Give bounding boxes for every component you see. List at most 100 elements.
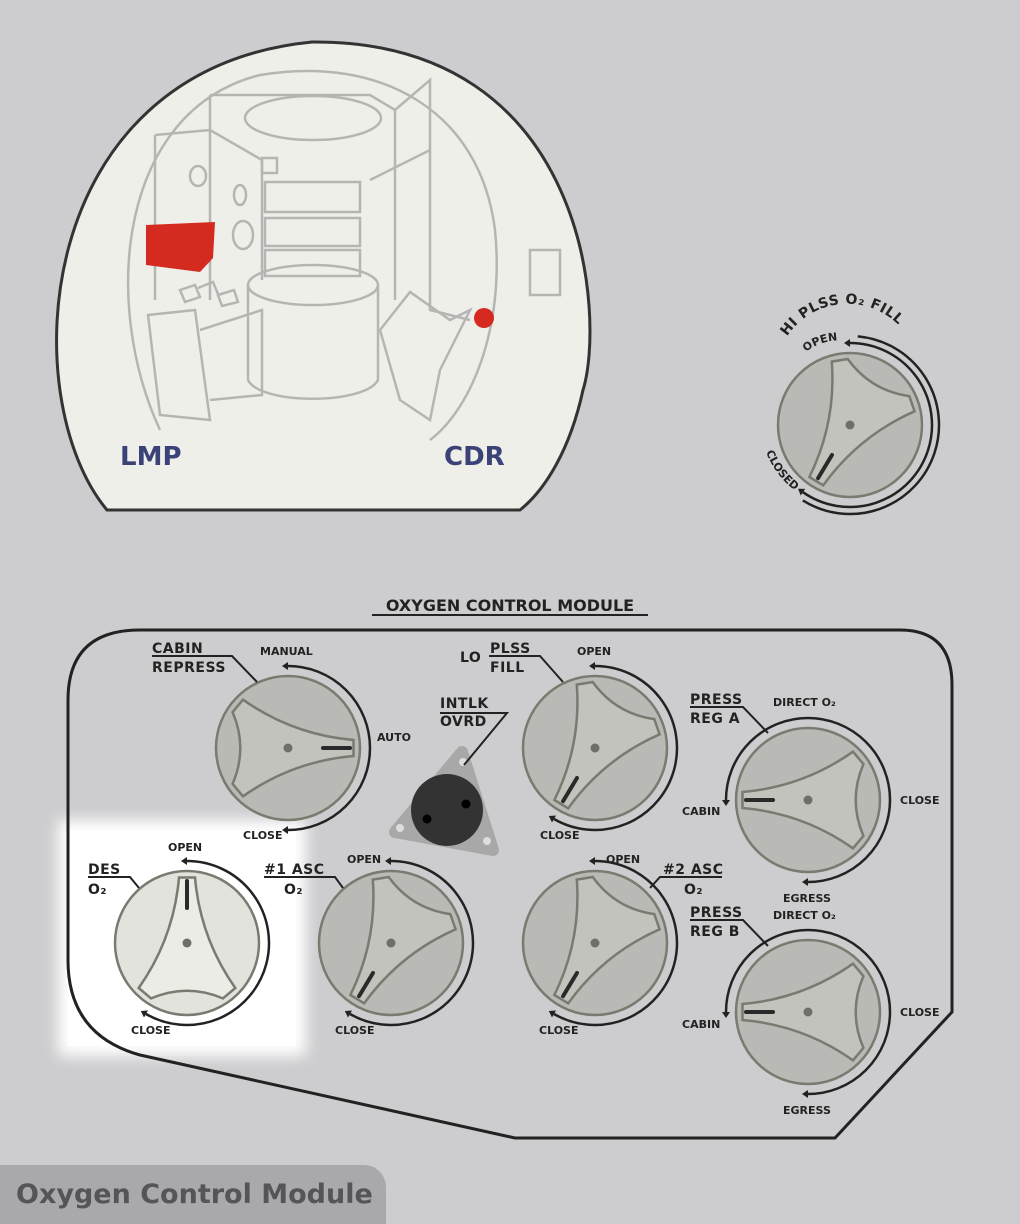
intlk-label-1: INTLK xyxy=(440,696,489,712)
footer-title: Oxygen Control Module xyxy=(16,1179,373,1210)
asc1-open: OPEN xyxy=(347,853,381,866)
knob-center xyxy=(803,1007,813,1017)
arrow-end-icon xyxy=(344,1010,352,1018)
hi-plss-knob[interactable] xyxy=(776,335,941,516)
knob-center xyxy=(590,938,600,948)
knob-grip xyxy=(807,357,917,487)
lo-plss-label-1: PLSS xyxy=(490,641,531,657)
travel-arc-outer xyxy=(802,335,941,516)
knob-pointer xyxy=(816,453,834,481)
press-reg-b-label-1: PRESS xyxy=(690,905,743,921)
cabin-repress-manual: MANUAL xyxy=(260,645,313,658)
asc2-close: CLOSE xyxy=(539,1024,578,1037)
arrow-start-icon xyxy=(722,800,730,806)
lo-plss-prefix: LO xyxy=(460,650,481,666)
arrow-end-icon xyxy=(802,1090,808,1098)
arrow-start-icon xyxy=(282,662,288,670)
hi-plss-title: HI PLSS O₂ FILL xyxy=(777,292,906,339)
asc1-close: CLOSE xyxy=(335,1024,374,1037)
knob-center xyxy=(283,743,293,753)
travel-arc xyxy=(724,716,892,884)
des-o2-close: CLOSE xyxy=(131,1024,170,1037)
knob-grip xyxy=(137,876,237,1000)
highlight-dot xyxy=(474,308,494,328)
press-reg-a-cabin: CABIN xyxy=(682,805,720,818)
press-reg-a-label-2: REG A xyxy=(690,711,740,727)
travel-arc xyxy=(802,341,934,509)
arrow-start-icon xyxy=(181,857,187,865)
lo-plss-knob[interactable] xyxy=(521,662,679,832)
knob-center xyxy=(182,938,192,948)
arrow-start-icon xyxy=(844,339,850,347)
des-o2-label-2: O₂ xyxy=(88,882,107,898)
knob-grip xyxy=(741,962,865,1062)
travel-arc xyxy=(349,859,475,1027)
travel-arc xyxy=(724,928,892,1096)
travel-arc xyxy=(287,664,372,832)
des-o2-knob[interactable] xyxy=(113,857,271,1027)
travel-arc xyxy=(553,664,679,832)
knob-grip xyxy=(231,698,355,798)
press-reg-b-cabin: CABIN xyxy=(682,1018,720,1031)
press-reg-b-close: CLOSE xyxy=(900,1006,939,1019)
press-reg-a-egress: EGRESS xyxy=(783,892,831,905)
cabin-repress-label-2: REPRESS xyxy=(152,660,226,676)
travel-arc xyxy=(145,859,271,1027)
knob-center xyxy=(386,938,396,948)
press-reg-a-close: CLOSE xyxy=(900,794,939,807)
cabin-repress-knob[interactable] xyxy=(214,662,372,834)
knob-grip xyxy=(741,750,865,850)
arrow-end-icon xyxy=(802,878,808,886)
cdr-label: CDR xyxy=(444,442,505,472)
hi-plss-open-path: OPEN xyxy=(800,330,838,354)
cabin-view: LMP CDR xyxy=(55,40,592,512)
arrow-end-icon xyxy=(140,1010,148,1018)
press-reg-b-egress: EGRESS xyxy=(783,1104,831,1117)
knob-pointer xyxy=(357,971,375,999)
asc1-knob[interactable] xyxy=(317,857,475,1027)
intlk-label-2: OVRD xyxy=(440,714,487,730)
arrow-start-icon xyxy=(722,1012,730,1018)
asc2-label-1: #2 ASC xyxy=(663,862,724,878)
knob-center xyxy=(590,743,600,753)
asc1-label-2: O₂ xyxy=(284,882,303,898)
module-title: OXYGEN CONTROL MODULE xyxy=(386,596,634,615)
knob-grip xyxy=(348,875,458,1005)
arrow-end-icon xyxy=(282,826,288,834)
press-reg-a-label-1: PRESS xyxy=(690,692,743,708)
cabin-repress-label-1: CABIN xyxy=(152,641,203,657)
lmp-label: LMP xyxy=(120,442,182,472)
arrow-end-icon xyxy=(548,815,556,823)
travel-arc xyxy=(553,859,679,1027)
press-reg-b-direct: DIRECT O₂ xyxy=(773,909,836,922)
hi-plss-open-label: OPEN xyxy=(800,330,838,354)
footer-caption: Oxygen Control Module xyxy=(0,1165,386,1224)
knob-center xyxy=(803,795,813,805)
des-o2-open: OPEN xyxy=(168,841,202,854)
knob-pointer xyxy=(561,971,579,999)
press-reg-b-label-2: REG B xyxy=(690,924,740,940)
arrow-start-icon xyxy=(589,662,595,670)
arrow-start-icon xyxy=(589,857,595,865)
highlight-panel xyxy=(146,222,215,272)
press-reg-a-direct: DIRECT O₂ xyxy=(773,696,836,709)
lo-plss-open: OPEN xyxy=(577,645,611,658)
panel-outline xyxy=(66,628,954,1140)
arrow-end-icon xyxy=(548,1010,556,1018)
lo-plss-close: CLOSE xyxy=(540,829,579,842)
press-reg-b-knob[interactable] xyxy=(722,928,892,1098)
asc2-knob[interactable] xyxy=(521,857,679,1027)
knob-pointer xyxy=(561,776,579,804)
intlk-ovrd-connector[interactable] xyxy=(389,746,499,856)
asc1-label-1: #1 ASC xyxy=(264,862,325,878)
des-o2-label-1: DES xyxy=(88,862,121,878)
press-reg-a-knob[interactable] xyxy=(722,716,892,886)
knob-grip xyxy=(552,875,662,1005)
asc2-open: OPEN xyxy=(606,853,640,866)
asc2-label-2: O₂ xyxy=(684,882,703,898)
knob-grip xyxy=(552,680,662,810)
arrow-start-icon xyxy=(385,857,391,865)
arrow-end-icon xyxy=(798,488,806,496)
cabin-repress-auto: AUTO xyxy=(377,731,411,744)
